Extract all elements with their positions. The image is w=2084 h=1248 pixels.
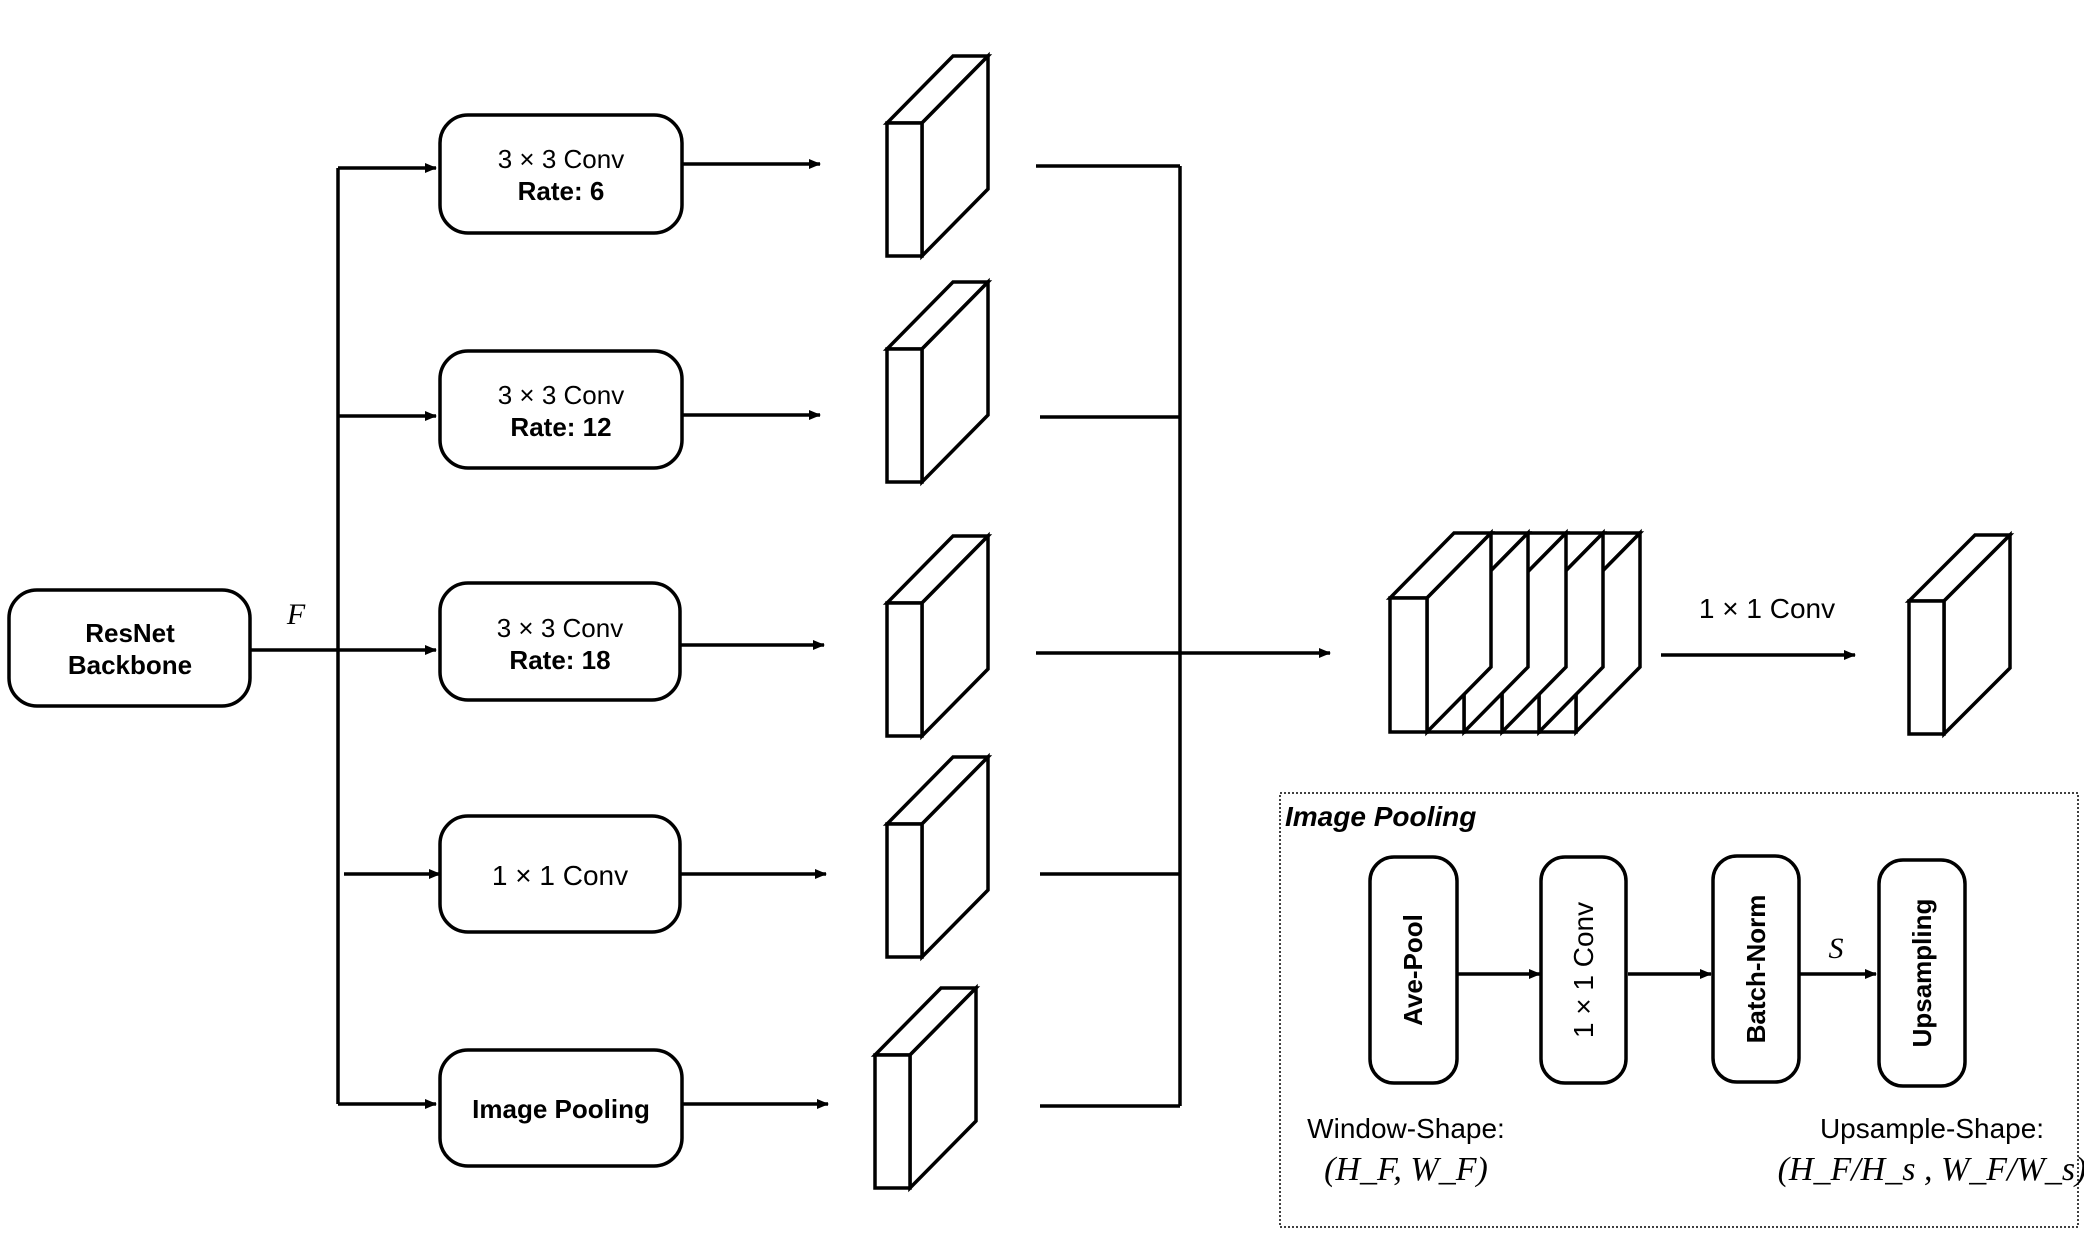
branch3-label-line2: Rate: 18 bbox=[509, 645, 610, 675]
feature-map-5 bbox=[870, 983, 981, 1193]
branch2-label-line1: 3 × 3 Conv bbox=[498, 380, 624, 410]
branch-image-pooling: Image Pooling bbox=[438, 1048, 684, 1168]
branch-conv-rate6: 3 × 3 Conv Rate: 6 bbox=[438, 113, 684, 235]
image-pooling-panel: Image Pooling Ave-Pool 1 × 1 Conv Batch-… bbox=[1279, 792, 2084, 1228]
branch5-label: Image Pooling bbox=[472, 1094, 650, 1124]
batch-norm-step: Batch-Norm bbox=[1711, 854, 1801, 1084]
feature-map-2 bbox=[882, 277, 993, 487]
upsample-shape-value: (H_F/H_s , W_F/W_s) bbox=[1778, 1151, 2084, 1188]
branch-conv-rate12: 3 × 3 Conv Rate: 12 bbox=[438, 349, 684, 470]
panel-conv-label: 1 × 1 Conv bbox=[1568, 902, 1599, 1038]
panel-conv-step: 1 × 1 Conv bbox=[1539, 855, 1628, 1085]
fusion-conv-label: 1 × 1 Conv bbox=[1699, 593, 1835, 624]
branch-conv-1x1: 1 × 1 Conv bbox=[438, 814, 682, 934]
feature-map-1 bbox=[882, 51, 993, 261]
feature-map-4 bbox=[882, 752, 993, 962]
backbone-label-line1: ResNet bbox=[85, 618, 175, 648]
branch3-label-line1: 3 × 3 Conv bbox=[497, 613, 623, 643]
upsample-shape-label: Upsample-Shape: bbox=[1820, 1113, 2044, 1144]
batch-norm-label: Batch-Norm bbox=[1741, 895, 1771, 1044]
window-shape-value: (H_F, W_F) bbox=[1324, 1151, 1488, 1188]
feature-map-3 bbox=[882, 531, 993, 741]
ave-pool-label: Ave-Pool bbox=[1398, 914, 1428, 1026]
upsampling-label: Upsampling bbox=[1907, 899, 1937, 1048]
window-shape-label: Window-Shape: bbox=[1307, 1113, 1505, 1144]
backbone-label-line2: Backbone bbox=[68, 650, 192, 680]
branch1-label-line1: 3 × 3 Conv bbox=[498, 144, 624, 174]
backbone-node: ResNet Backbone bbox=[7, 588, 252, 708]
branch-conv-rate18: 3 × 3 Conv Rate: 18 bbox=[438, 581, 682, 702]
concatenated-feature-stack bbox=[1385, 528, 1645, 737]
panel-title: Image Pooling bbox=[1285, 801, 1476, 832]
branch4-label: 1 × 1 Conv bbox=[492, 860, 628, 891]
branch1-label-line2: Rate: 6 bbox=[518, 176, 605, 206]
upsampling-step: Upsampling bbox=[1877, 858, 1967, 1088]
s-label: S bbox=[1829, 932, 1844, 965]
ave-pool-step: Ave-Pool bbox=[1368, 855, 1459, 1085]
output-feature-map bbox=[1904, 530, 2015, 739]
branch2-label-line2: Rate: 12 bbox=[510, 412, 611, 442]
feature-label: F bbox=[286, 598, 306, 631]
